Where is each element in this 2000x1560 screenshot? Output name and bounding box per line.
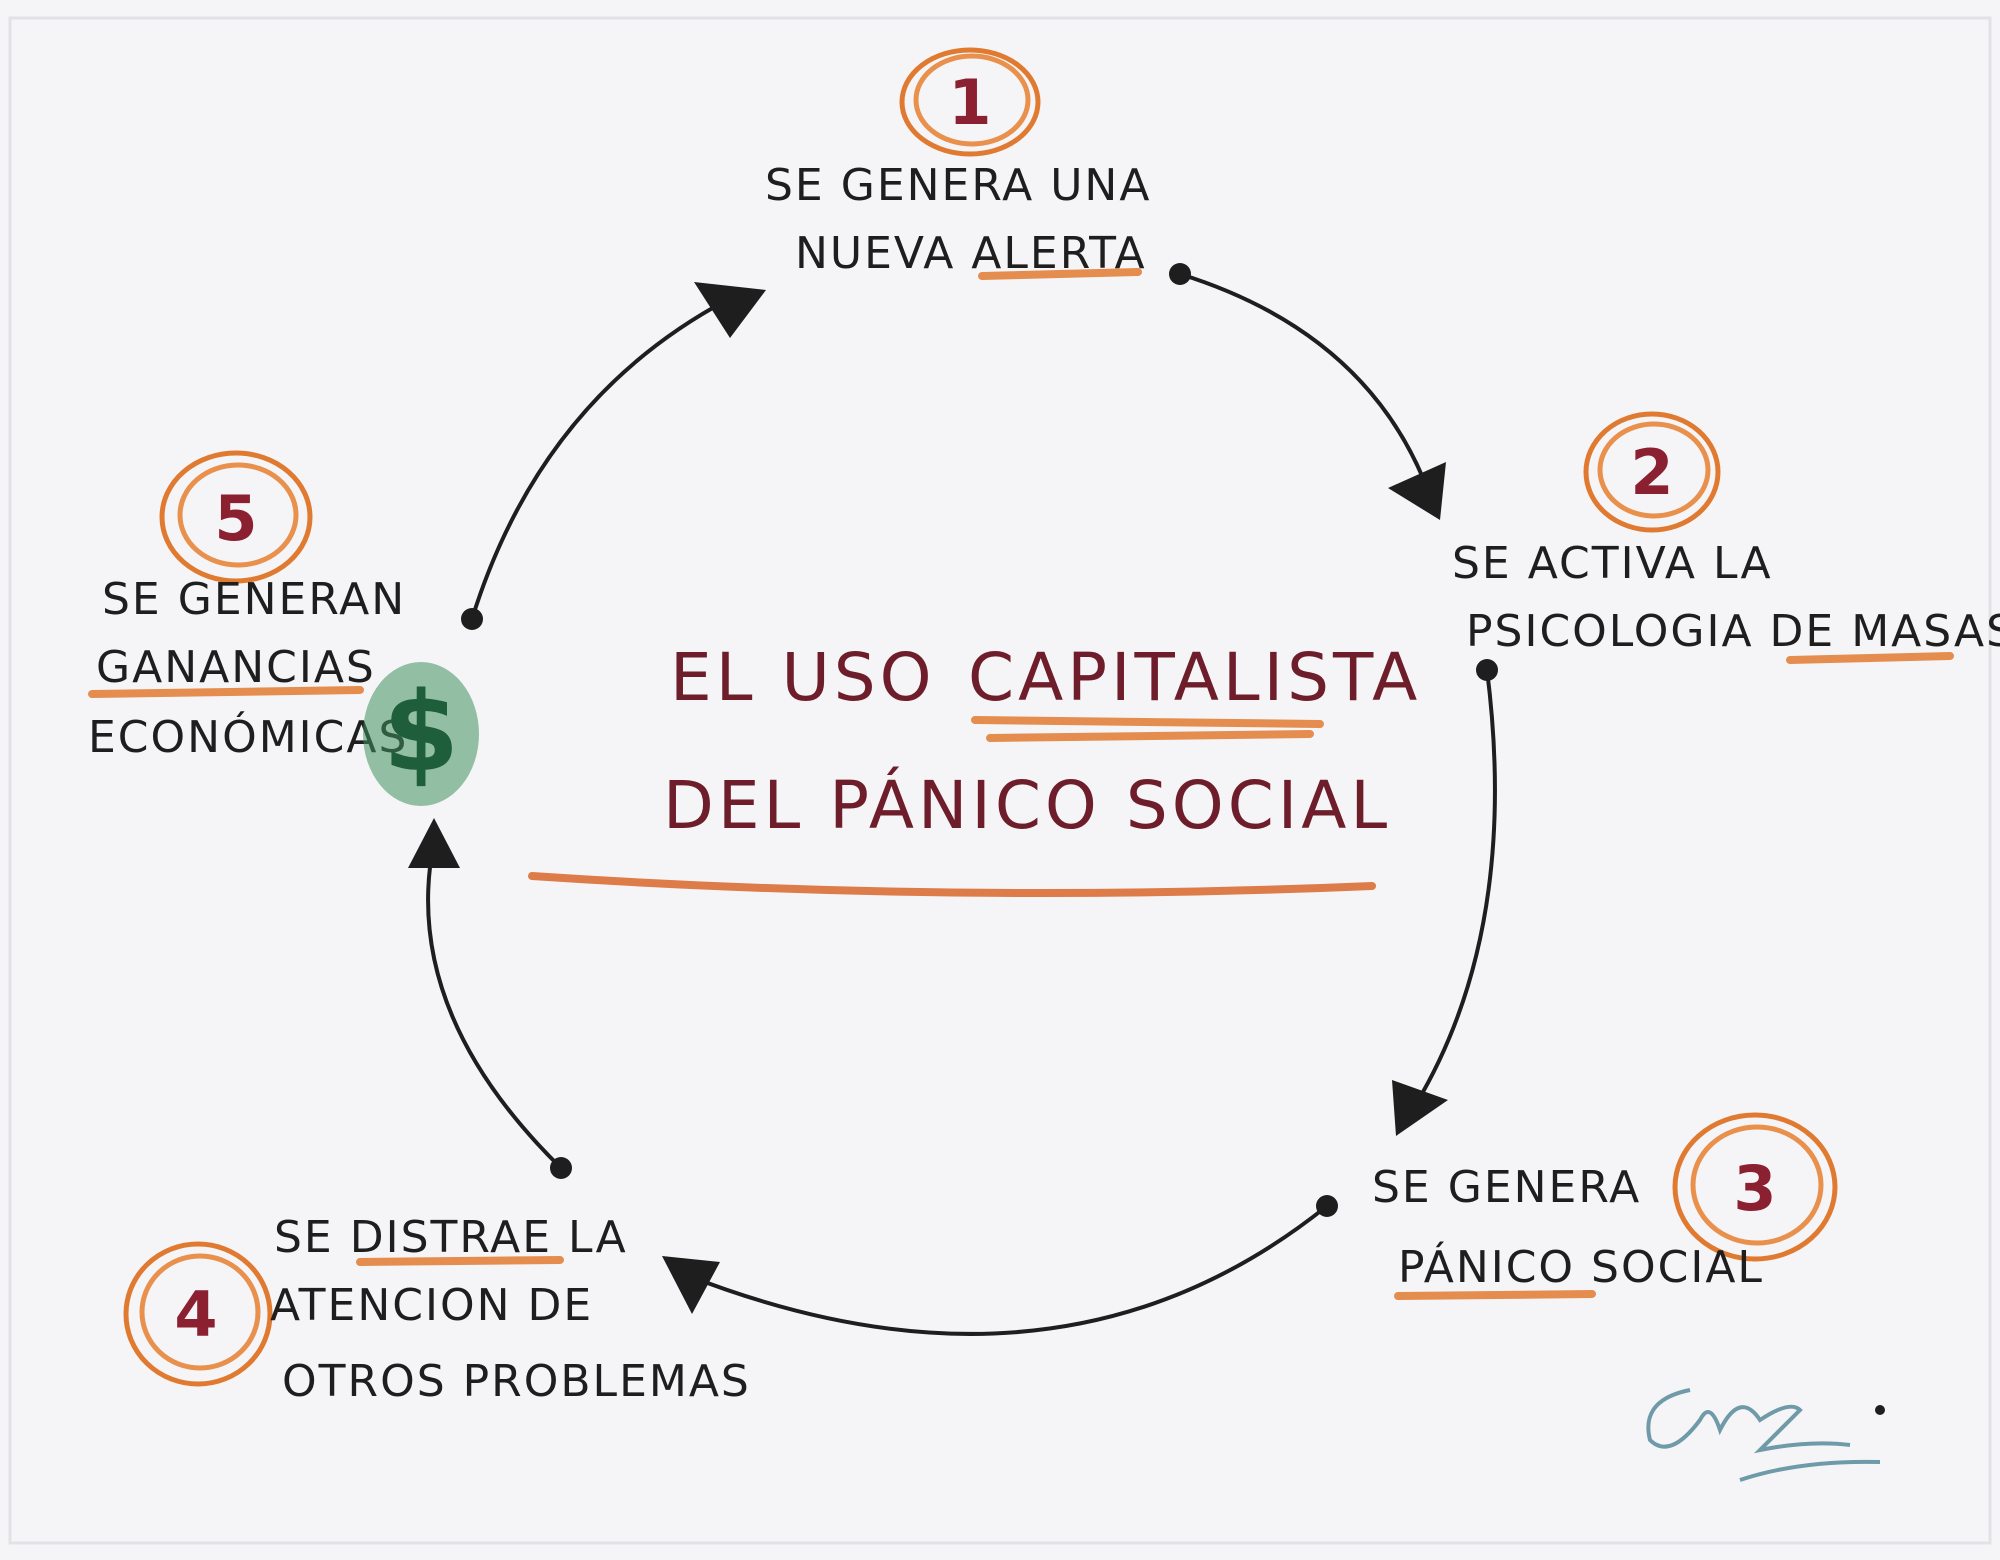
- svg-text:CAPITALISTA: CAPITALISTA: [968, 639, 1421, 716]
- dot-icon: [1476, 659, 1498, 681]
- step-2-number: 2: [1583, 411, 1721, 533]
- diagram-title: EL USO CAPITALISTA DEL PÁNICO SOCIAL: [528, 639, 1421, 898]
- svg-text:PÁNICO SOCIAL: PÁNICO SOCIAL: [1398, 1240, 1764, 1293]
- paper-border: [8, 16, 1992, 1545]
- dollar-sign-icon: $: [363, 662, 479, 806]
- arrow-2-to-3: [1414, 669, 1497, 1106]
- svg-text:DEL PÁNICO SOCIAL: DEL PÁNICO SOCIAL: [663, 767, 1391, 844]
- svg-text:GANANCIAS: GANANCIAS: [96, 642, 376, 693]
- svg-text:SE GENERA UNA: SE GENERA UNA: [765, 160, 1151, 211]
- svg-text:SE GENERA: SE GENERA: [1372, 1162, 1641, 1213]
- arrow-1-to-2: [1179, 272, 1425, 479]
- svg-text:SE DISTRAE LA: SE DISTRAE LA: [274, 1212, 628, 1263]
- step-1-label: SE GENERA UNA NUEVA ALERTA: [765, 160, 1151, 280]
- arrow-3-to-4: [688, 1204, 1329, 1336]
- svg-text:1: 1: [948, 66, 991, 139]
- svg-text:5: 5: [214, 482, 257, 555]
- node-dots: [461, 263, 1498, 1217]
- triangle-arrowhead-icon: [662, 1256, 720, 1314]
- dot-icon: [461, 608, 483, 630]
- svg-text:EL USO: EL USO: [670, 639, 936, 716]
- svg-text:3: 3: [1733, 1152, 1776, 1225]
- step-3-label: SE GENERA PÁNICO SOCIAL: [1372, 1162, 1764, 1300]
- svg-text:4: 4: [174, 1278, 217, 1351]
- step-1-number: 1: [899, 47, 1041, 157]
- triangle-arrowhead-icon: [1392, 1080, 1448, 1136]
- step-2-label: SE ACTIVA LA PSICOLOGIA DE MASAS: [1452, 538, 2000, 664]
- svg-text:$: $: [383, 668, 460, 796]
- signature: [1646, 1388, 1885, 1482]
- step-5-number: 5: [159, 450, 313, 584]
- triangle-arrowhead-icon: [694, 282, 766, 338]
- arrow-4-to-5: [426, 841, 563, 1170]
- svg-text:ECONÓMICAS: ECONÓMICAS: [88, 710, 408, 763]
- svg-text:PSICOLOGIA DE MASAS: PSICOLOGIA DE MASAS: [1466, 606, 2000, 657]
- triangle-arrowhead-icon: [408, 818, 460, 868]
- svg-text:ATENCION DE: ATENCION DE: [270, 1280, 593, 1331]
- step-5-label: SE GENERAN GANANCIAS ECONÓMICAS: [88, 574, 408, 763]
- arrow-5-to-1: [470, 298, 728, 620]
- step-4-label: SE DISTRAE LA ATENCION DE OTROS PROBLEMA…: [270, 1212, 751, 1407]
- svg-text:SE ACTIVA LA: SE ACTIVA LA: [1452, 538, 1773, 589]
- dot-icon: [550, 1157, 572, 1179]
- dot-icon: [1169, 263, 1191, 285]
- svg-text:OTROS PROBLEMAS: OTROS PROBLEMAS: [282, 1356, 751, 1407]
- svg-text:SE GENERAN: SE GENERAN: [102, 574, 406, 625]
- triangle-arrowhead-icon: [1388, 462, 1446, 520]
- dot-icon: [1316, 1195, 1338, 1217]
- svg-text:2: 2: [1630, 436, 1673, 509]
- step-3-number: 3: [1672, 1112, 1838, 1262]
- step-4-number: 4: [123, 1241, 273, 1387]
